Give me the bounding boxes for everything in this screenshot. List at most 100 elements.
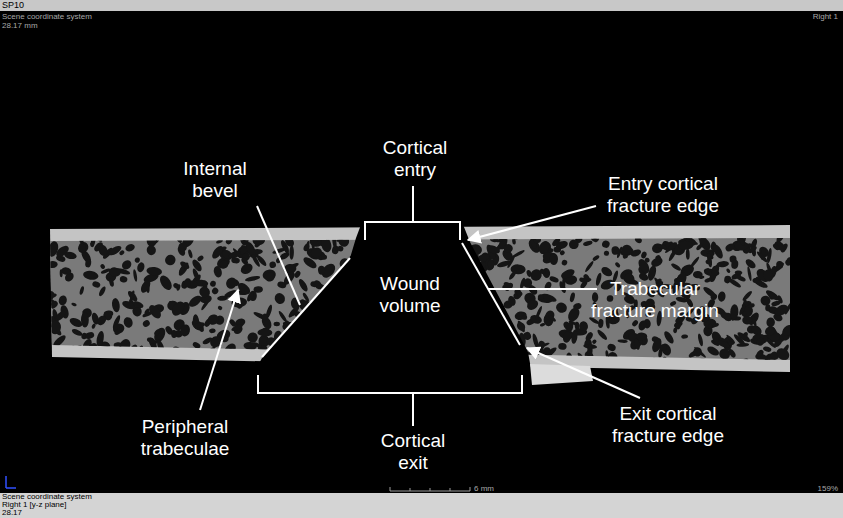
pore	[74, 355, 90, 371]
pore	[49, 300, 59, 310]
overlay-text: Scene coordinate system	[2, 12, 202, 21]
pore	[762, 346, 771, 353]
pore	[622, 253, 629, 259]
pore	[305, 246, 323, 262]
pore	[92, 280, 102, 288]
pore	[273, 291, 287, 305]
pore	[64, 251, 78, 260]
pore	[744, 257, 757, 270]
pore	[595, 272, 603, 286]
pore	[709, 264, 721, 281]
pore	[568, 239, 580, 251]
pore	[132, 300, 145, 310]
pore	[702, 285, 718, 299]
pore	[80, 347, 86, 355]
pore	[108, 267, 121, 278]
pore	[606, 350, 619, 363]
pore	[240, 256, 249, 266]
bevel-line	[262, 258, 350, 357]
pore	[507, 295, 517, 307]
pore	[225, 236, 234, 245]
pore	[662, 356, 667, 361]
pore	[637, 319, 647, 331]
pore	[228, 318, 237, 328]
pore	[762, 268, 774, 282]
pore	[487, 259, 494, 269]
pore	[521, 315, 527, 321]
pore	[197, 285, 212, 300]
pore	[559, 249, 566, 256]
pore	[592, 254, 600, 262]
pore	[730, 304, 739, 320]
pore	[578, 320, 589, 332]
pore	[184, 278, 192, 288]
pore	[678, 241, 693, 250]
pore	[224, 276, 239, 291]
pore	[146, 266, 163, 276]
pore	[742, 316, 752, 325]
pore	[717, 339, 731, 349]
pore	[707, 323, 713, 329]
pore	[91, 232, 103, 243]
pore	[196, 255, 204, 263]
pore	[696, 356, 714, 371]
pore	[486, 244, 501, 255]
pore	[233, 352, 248, 367]
annotation-label: Trabecular fracture margin	[580, 278, 730, 322]
pore	[727, 348, 737, 359]
scale-label: 6 mm	[474, 484, 534, 493]
pore	[278, 310, 289, 323]
pore	[217, 296, 228, 301]
annotation-label: Entry cortical fracture edge	[588, 173, 738, 217]
pore	[763, 325, 777, 338]
annotation-label: Internal bevel	[165, 158, 265, 202]
pore	[786, 257, 793, 263]
pore	[503, 243, 513, 253]
annotation-label: Cortical exit	[368, 430, 458, 474]
pore	[120, 358, 126, 364]
pore	[485, 258, 494, 270]
pore	[587, 343, 594, 359]
title-bar	[0, 0, 843, 11]
pore	[647, 356, 660, 369]
pore	[117, 337, 132, 354]
pore	[693, 271, 703, 279]
pore	[274, 322, 280, 327]
pore	[562, 331, 573, 344]
pore	[120, 258, 133, 271]
pore	[158, 273, 175, 292]
pore	[264, 271, 276, 283]
pore	[317, 232, 328, 243]
pore	[210, 280, 217, 287]
status-bar	[0, 493, 843, 518]
pore	[747, 245, 757, 254]
pore	[589, 230, 601, 244]
pore	[596, 329, 608, 342]
pore	[522, 331, 532, 341]
pore	[124, 243, 136, 253]
pore	[122, 316, 134, 329]
pore	[537, 294, 544, 300]
pore	[551, 237, 562, 248]
pore	[49, 320, 61, 335]
pore	[525, 298, 540, 312]
pore	[693, 347, 703, 358]
pore	[180, 352, 195, 363]
pore	[741, 290, 753, 302]
pore	[735, 270, 743, 275]
pore	[579, 277, 588, 284]
pore	[109, 346, 118, 359]
pore	[601, 239, 611, 248]
pore	[747, 303, 755, 309]
annotation-label: Peripheral trabeculae	[125, 416, 245, 460]
pore	[603, 250, 609, 256]
pore	[178, 242, 188, 252]
pore	[686, 249, 690, 260]
annotation-label: Exit cortical fracture edge	[593, 403, 743, 447]
pore	[185, 350, 192, 361]
pore	[54, 354, 63, 364]
pore	[79, 286, 85, 296]
pore	[515, 320, 527, 332]
pore	[261, 313, 269, 322]
